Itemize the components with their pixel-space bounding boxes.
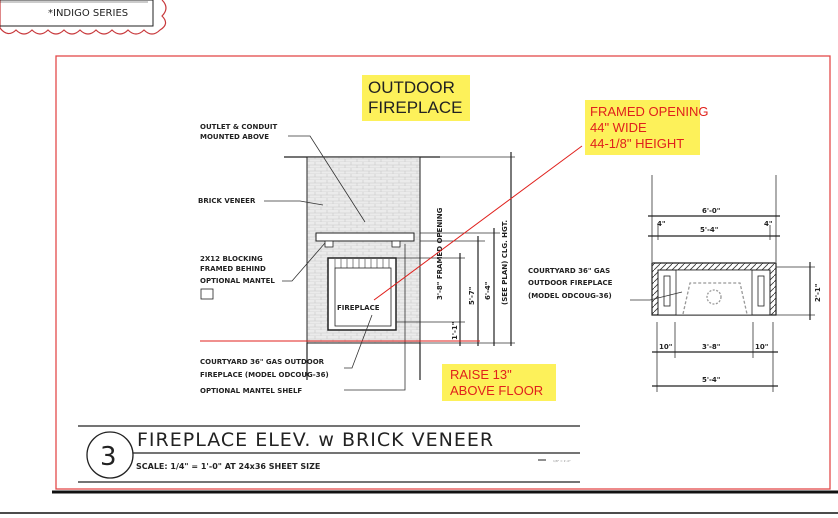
drawing-label: (SEE PLAN) CLG. HGT.: [501, 220, 509, 305]
drawing-label: 6'-0": [702, 207, 720, 215]
drawing-label: 44-1/8" HEIGHT: [590, 136, 684, 151]
drawing-label: 10": [659, 343, 672, 351]
callout-leader-line: [373, 145, 583, 301]
drawing-label: COURTYARD 36" GAS OUTDOOR: [200, 358, 325, 366]
drawing-label: RAISE 13": [450, 367, 512, 382]
outdoor-fireplace-callout: OUTDOOR FIREPLACE: [362, 75, 470, 121]
drawing-label: MOUNTED ABOVE: [200, 133, 269, 141]
mantel-shelf: [315, 232, 415, 242]
tiny-scale: 1/8" = 1'-0": [553, 459, 571, 463]
drawing-label: 4": [657, 220, 666, 228]
framed-opening-callout: FRAMED OPENING 44" WIDE 44-1/8" HEIGHT: [585, 100, 708, 155]
detail-number: 3: [100, 442, 117, 472]
drawing-label: BRICK VENEER: [198, 197, 256, 205]
drawing-label: 2X12 BLOCKING: [200, 255, 263, 263]
fireplace-elevation: FIREPLACE OUTLET & CONDUIT MOUNTED ABOVE…: [198, 123, 515, 395]
drawing-label: 5'-4": [702, 376, 720, 384]
drawing-label: FRAMED OPENING: [590, 104, 708, 119]
fireplace-label: FIREPLACE: [337, 304, 380, 312]
drawing-label: COURTYARD 36" GAS: [528, 267, 610, 275]
drawing-label: 1'-1": [451, 322, 459, 340]
drawing-title: FIREPLACE ELEV. w BRICK VENEER: [137, 429, 494, 451]
drawing-scale: SCALE: 1/4" = 1'-0" AT 24x36 SHEET SIZE: [136, 462, 320, 471]
drawing-label: 3'-8": [702, 343, 720, 351]
legend-box: [200, 288, 214, 300]
drawing-label: OPTIONAL MANTEL SHELF: [200, 387, 302, 395]
drawing-label: 5'-7": [468, 287, 476, 305]
blocking-right: [391, 240, 401, 248]
drawing-label: OPTIONAL MANTEL: [200, 277, 275, 285]
drawing-label: 44" WIDE: [590, 120, 647, 135]
drawing-label: FIREPLACE (MODEL ODCOUG-36): [200, 371, 329, 379]
raise-callout: RAISE 13" ABOVE FLOOR: [442, 364, 556, 401]
series-tag-text: *INDIGO SERIES: [48, 8, 128, 19]
drawing-label: FIREPLACE: [368, 98, 462, 117]
drawing-label: (MODEL ODCOUG-36): [528, 292, 612, 300]
fireplace-plan: 6'-0" 4" 4" 5'-4" 2'-1" COURTYARD 36" GA…: [528, 175, 822, 392]
drawing-label: 5'-4": [700, 226, 718, 234]
drawing-label: OUTDOOR: [368, 78, 455, 97]
drawing-label: OUTLET & CONDUIT: [200, 123, 277, 131]
detail-number-circle: [86, 431, 134, 479]
sheet-border: [55, 55, 831, 490]
drawing-label: 6'-4": [484, 282, 492, 300]
series-tag: *INDIGO SERIES: [0, 0, 167, 35]
drawing-label: OUTDOOR FIREPLACE: [528, 279, 613, 287]
drawing-label: ABOVE FLOOR: [450, 383, 543, 398]
drawing-label: 10": [755, 343, 768, 351]
drawing-label: FRAMED BEHIND: [200, 265, 266, 273]
title-block: 3 FIREPLACE ELEV. w BRICK VENEER SCALE: …: [78, 425, 580, 483]
blocking-left: [324, 240, 334, 248]
drawing-label: 4": [764, 220, 773, 228]
drawing-label: 3'-8" FRAMED OPENING: [436, 207, 444, 300]
drawing-label: 2'-1": [814, 284, 822, 302]
